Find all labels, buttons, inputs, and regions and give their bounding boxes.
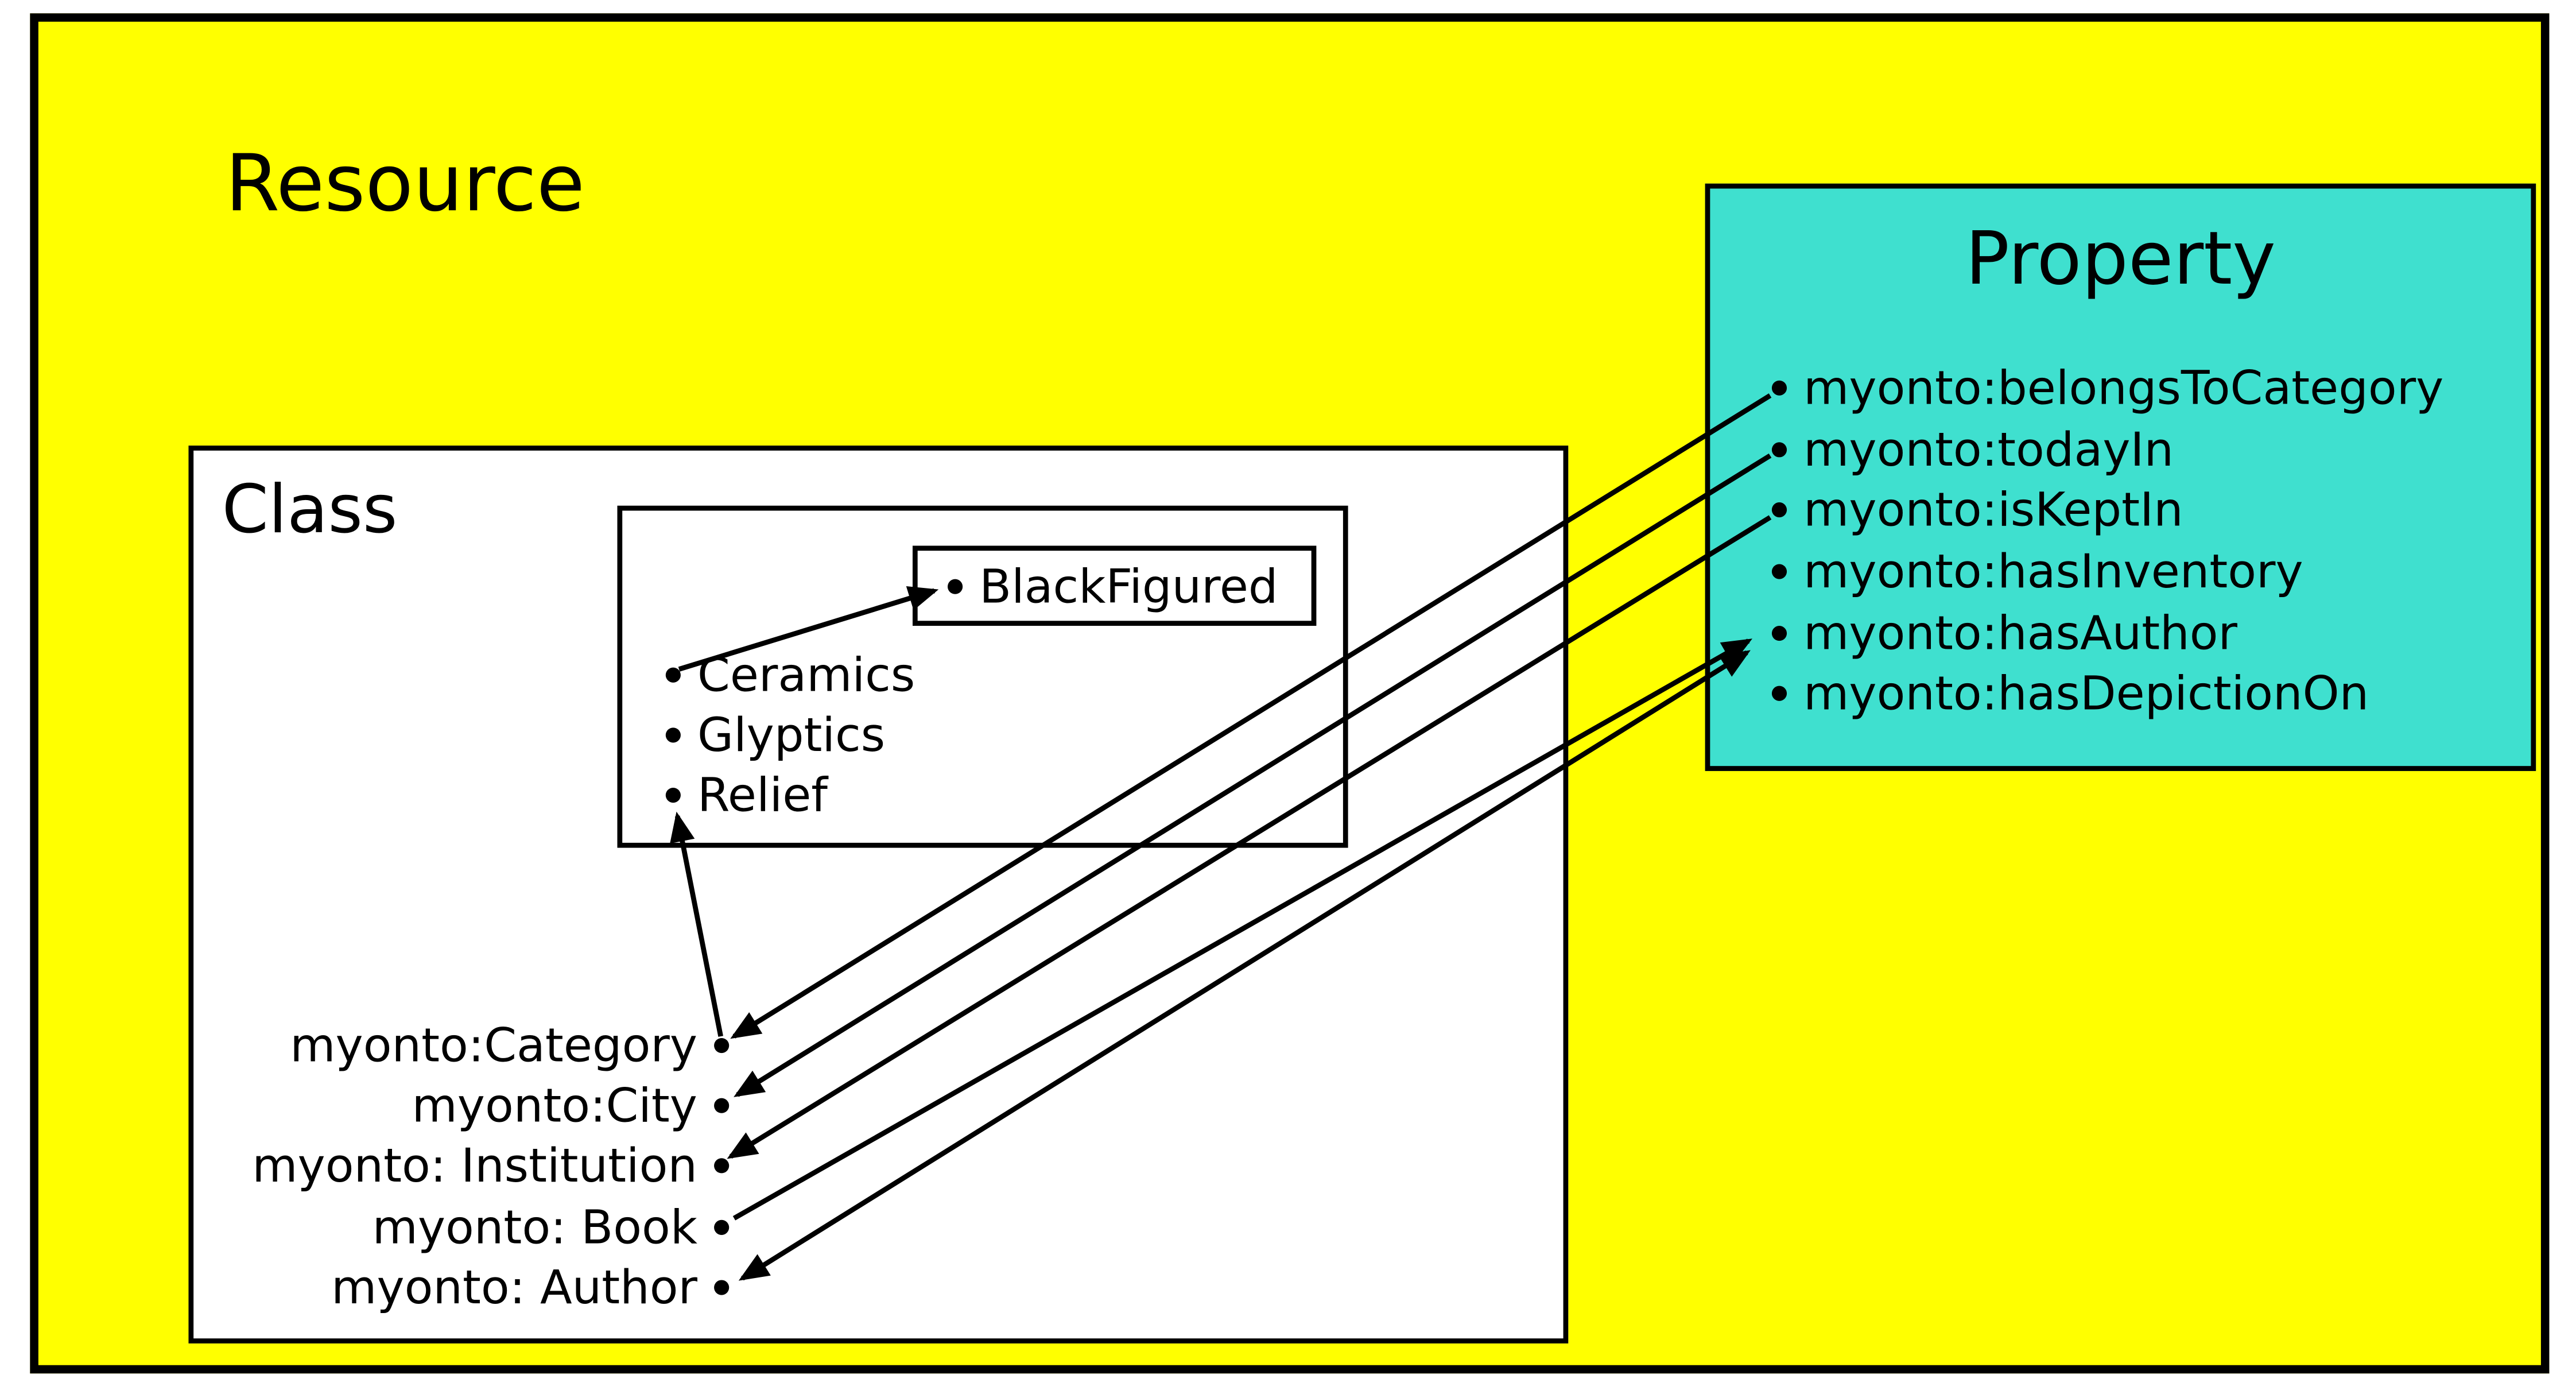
bullet-icon: [1771, 441, 1787, 457]
class-label: Class: [222, 472, 398, 549]
class-instance-item-label: Glyptics: [697, 707, 886, 763]
class-term-item: myonto: Institution: [200, 1136, 730, 1197]
property-item: myonto:belongsToCategory: [1771, 357, 2444, 419]
bullet-icon: [665, 788, 681, 803]
class-instance-item: Glyptics: [665, 704, 915, 765]
bullet-icon: [1771, 564, 1787, 579]
bullet-icon: [714, 1279, 730, 1295]
bullet-icon: [714, 1158, 730, 1174]
blackfigured-label: BlackFigured: [979, 558, 1278, 614]
bullet-icon: [665, 667, 681, 682]
bullet-icon: [1771, 686, 1787, 702]
property-item-label: myonto:hasAuthor: [1803, 605, 2237, 660]
class-term-item-label: myonto: Author: [331, 1260, 698, 1315]
class-term-item: myonto:Category: [200, 1015, 730, 1075]
property-label: Property: [1965, 216, 2276, 303]
class-term-item: myonto: Book: [200, 1197, 730, 1257]
property-item-label: myonto:hasInventory: [1803, 544, 2303, 599]
bullet-icon: [948, 578, 963, 594]
class-instance-item-label: Ceramics: [697, 646, 915, 702]
class-instance-item: Relief: [665, 765, 915, 826]
bullet-icon: [665, 727, 681, 743]
property-item: myonto:isKeptIn: [1771, 479, 2443, 541]
property-item-label: myonto:hasDepictionOn: [1803, 666, 2369, 722]
blackfigured-box: BlackFigured: [912, 545, 1317, 626]
class-term-item-label: myonto: Institution: [252, 1139, 698, 1194]
class-term-item: myonto: Author: [200, 1257, 730, 1318]
property-item: myonto:hasDepictionOn: [1771, 663, 2443, 725]
property-item: myonto:todayIn: [1771, 419, 2443, 480]
bullet-icon: [714, 1219, 730, 1234]
property-item: myonto:hasAuthor: [1771, 602, 2443, 664]
class-term-item-label: myonto:City: [412, 1078, 698, 1133]
class-term-item: myonto:City: [200, 1075, 730, 1136]
property-item-label: myonto:isKeptIn: [1803, 482, 2183, 538]
property-box: [1705, 183, 2536, 771]
resource-label: Resource: [225, 138, 585, 231]
bullet-icon: [714, 1098, 730, 1113]
class-term-item-label: myonto: Book: [372, 1199, 698, 1255]
bullet-icon: [1771, 625, 1787, 640]
property-item: myonto:hasInventory: [1771, 541, 2443, 602]
bullet-icon: [1771, 380, 1787, 396]
property-item-label: myonto:todayIn: [1803, 421, 2174, 477]
class-instance-item: Ceramics: [665, 644, 915, 705]
class-instance-item-label: Relief: [697, 768, 828, 823]
bullet-icon: [1771, 502, 1787, 518]
class-term-list: myonto:Category myonto:City myonto: Instit…: [200, 1015, 730, 1318]
class-term-item-label: myonto:Category: [290, 1017, 698, 1072]
property-item-label: myonto:belongsToCategory: [1803, 360, 2444, 416]
bullet-icon: [714, 1037, 730, 1053]
